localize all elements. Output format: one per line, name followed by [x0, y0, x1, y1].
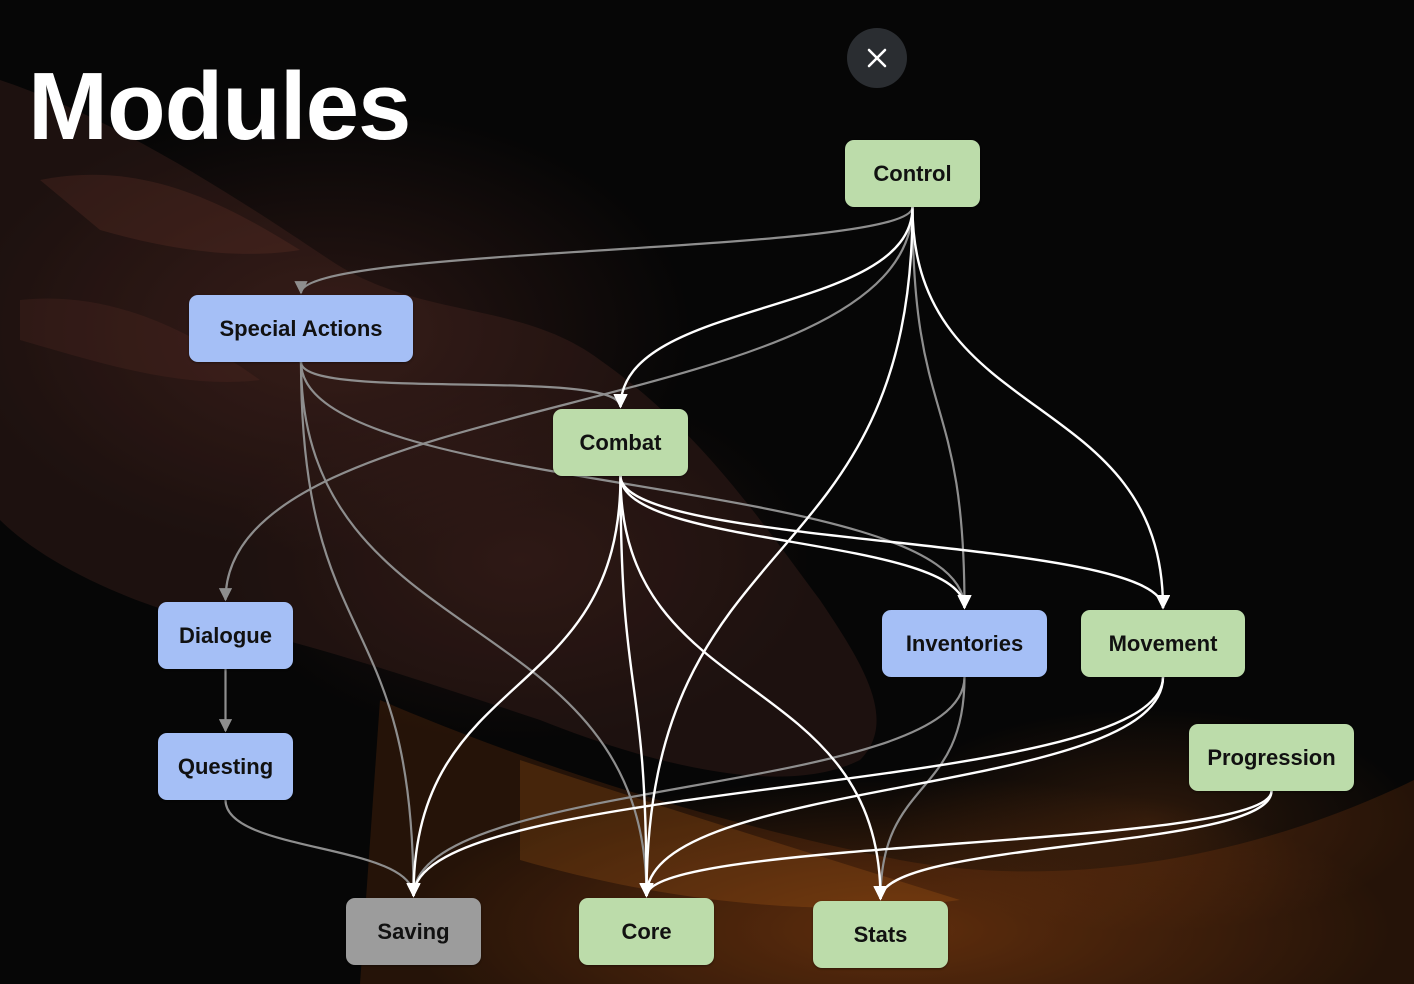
- edge-inventories-to-saving: [406, 676, 966, 898]
- edge-combat-to-core: [619, 475, 654, 898]
- edge-combat-to-saving: [406, 475, 622, 898]
- edge-control-to-inventories: [911, 206, 972, 610]
- node-combat[interactable]: Combat: [553, 409, 688, 476]
- edge-combat-to-inventories: [619, 475, 972, 610]
- node-label: Progression: [1207, 744, 1336, 770]
- edge-control-to-special-actions: [294, 206, 914, 295]
- edge-special-actions-to-combat: [299, 361, 628, 409]
- edge-control-to-movement: [911, 206, 1171, 610]
- node-inventories[interactable]: Inventories: [882, 610, 1047, 677]
- node-control[interactable]: Control: [845, 140, 980, 207]
- edge-special-actions-to-inventories: [299, 361, 972, 610]
- edge-movement-to-core: [639, 676, 1165, 898]
- node-label: Dialogue: [179, 622, 272, 648]
- edge-control-to-core: [639, 206, 914, 898]
- close-button[interactable]: [847, 28, 907, 88]
- node-label: Saving: [377, 918, 450, 944]
- page-title: Modules: [28, 53, 411, 160]
- node-label: Movement: [1108, 630, 1218, 656]
- edge-combat-to-stats: [619, 475, 888, 901]
- node-label: Inventories: [905, 630, 1024, 656]
- edge-control-to-combat: [613, 206, 914, 409]
- edge-progression-to-stats: [873, 790, 1273, 901]
- node-label: Combat: [579, 429, 662, 455]
- node-saving[interactable]: Saving: [346, 898, 481, 965]
- edge-special-actions-to-saving: [299, 361, 421, 898]
- node-label: Core: [621, 918, 672, 944]
- node-label: Questing: [177, 753, 274, 779]
- close-icon: [867, 48, 887, 68]
- edge-combat-to-movement: [619, 475, 1171, 610]
- edge-special-actions-to-core: [299, 361, 654, 898]
- node-label: Stats: [853, 921, 908, 947]
- node-movement[interactable]: Movement: [1081, 610, 1245, 677]
- node-stats[interactable]: Stats: [813, 901, 948, 968]
- node-core[interactable]: Core: [579, 898, 714, 965]
- edge-movement-to-saving: [406, 676, 1165, 898]
- node-questing[interactable]: Questing: [158, 733, 293, 800]
- edge-control-to-dialogue: [218, 206, 914, 602]
- edge-progression-to-core: [639, 790, 1273, 898]
- node-label: Control: [873, 160, 952, 186]
- edge-inventories-to-stats: [873, 676, 966, 901]
- edge-questing-to-saving: [224, 799, 421, 898]
- node-special-actions[interactable]: Special Actions: [189, 295, 413, 362]
- node-label: Special Actions: [219, 315, 383, 341]
- node-progression[interactable]: Progression: [1189, 724, 1354, 791]
- node-dialogue[interactable]: Dialogue: [158, 602, 293, 669]
